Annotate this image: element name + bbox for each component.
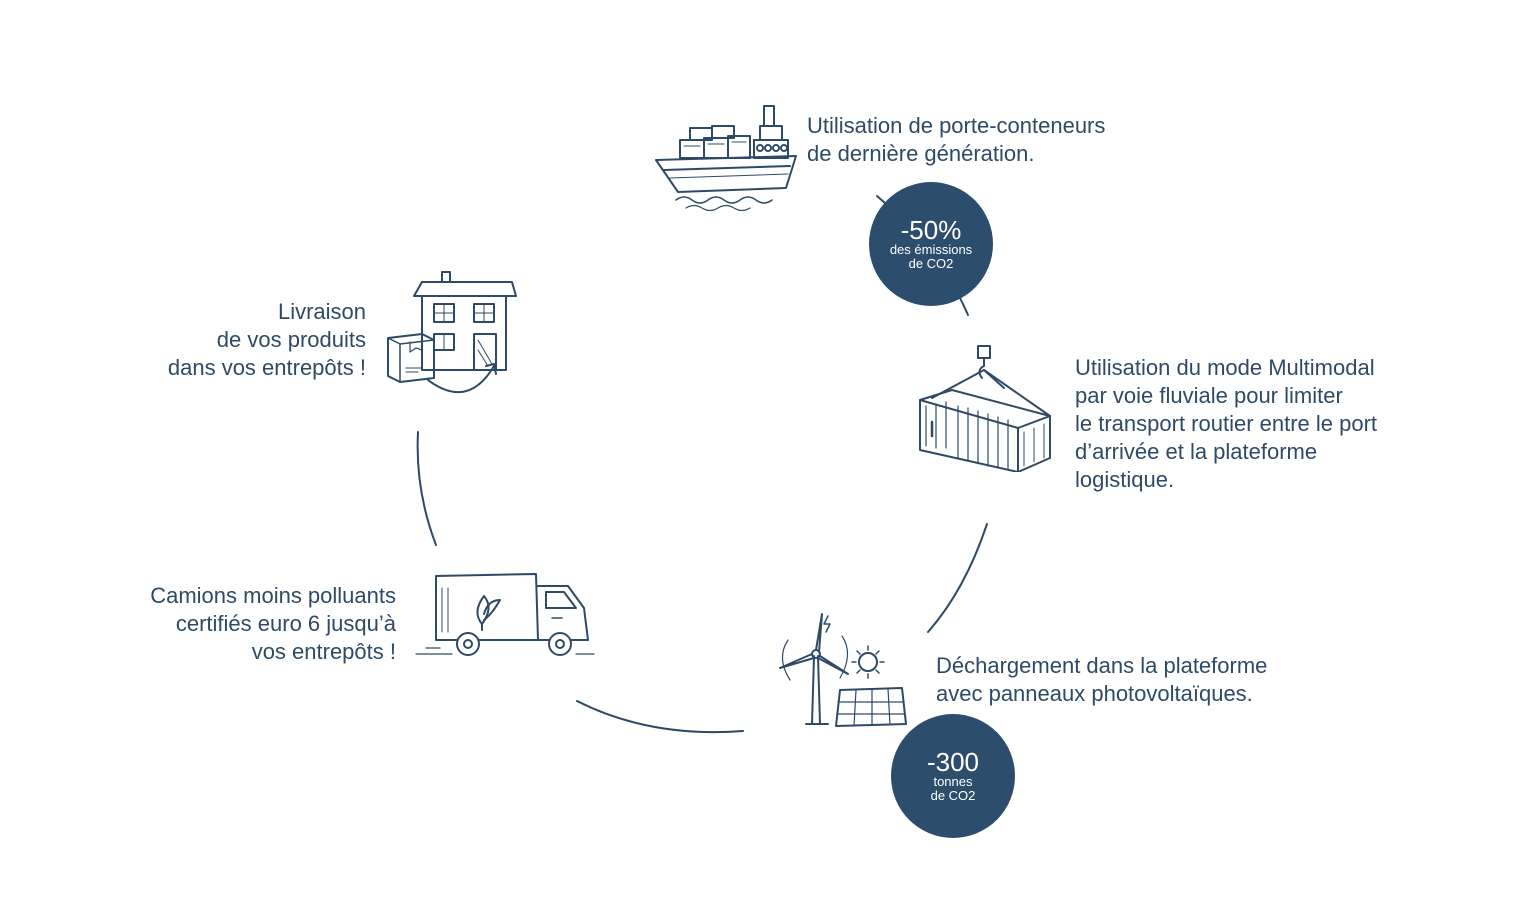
co2-reduction-badge-ship: -50% des émissions de CO2 [869,182,993,306]
badge-value: -300 [926,747,980,777]
co2-reduction-badge-unloading: -300 tonnes de CO2 [891,714,1015,838]
step-unloading-line: Déchargement dans la plateforme [936,653,1268,678]
step-delivery-line: de vos produits [216,327,366,352]
arc-unloading-to-trucks [576,700,744,734]
step-trucks-text: Camions moins polluants certifiés euro 6… [86,582,396,666]
step-delivery-line: Livraison [277,299,366,324]
step-unloading-text: Déchargement dans la plateforme avec pan… [936,652,1267,708]
badge-caption-line: de CO2 [930,788,976,803]
step-multimodal-line: le transport routier entre le port [1075,411,1378,436]
step-multimodal-line: logistique. [1075,467,1175,492]
step-delivery-text: Livraison de vos produits dans vos entre… [96,298,366,382]
step-unloading-line: avec panneaux photovoltaïques. [936,681,1253,706]
renewable-energy-icon [772,606,922,731]
arc-trucks-to-delivery [416,431,437,546]
eco-truck-icon [412,568,597,663]
badge-caption-line: de CO2 [908,256,954,271]
step-trucks-line: certifiés euro 6 jusqu’à [175,611,396,636]
badge-value: -50% [900,215,962,245]
step-multimodal-line: d’arrivée et la plateforme [1075,439,1318,464]
warehouse-delivery-icon [382,268,527,403]
badge-caption-line: des émissions [889,242,973,257]
step-multimodal-line: par voie fluviale pour limiter [1075,383,1343,408]
step-trucks-line: vos entrepôts ! [251,639,396,664]
step-delivery-line: dans vos entrepôts ! [167,355,366,380]
badge-caption-line: tonnes [933,774,973,789]
step-multimodal-text: Utilisation du mode Multimodal par voie … [1075,354,1377,494]
container-ship-icon [650,100,800,215]
hanging-container-icon [912,342,1057,472]
arc-multimodal-to-unloading [927,523,988,633]
step-ship-line: Utilisation de porte-conteneurs [807,113,1106,138]
step-ship-text: Utilisation de porte-conteneurs de derni… [807,112,1105,168]
step-multimodal-line: Utilisation du mode Multimodal [1075,355,1375,380]
step-trucks-line: Camions moins polluants [150,583,396,608]
step-ship-line: de dernière génération. [807,141,1035,166]
